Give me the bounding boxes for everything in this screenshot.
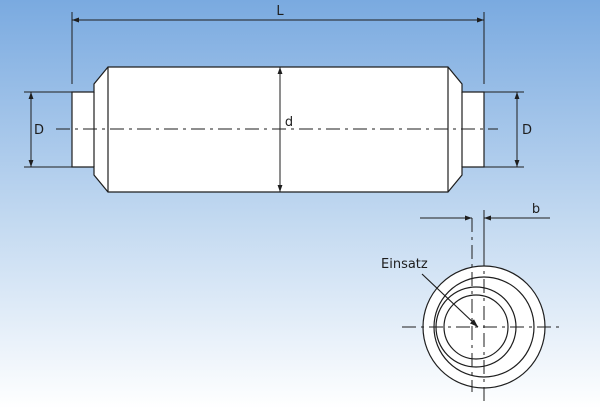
offset-label: b [532, 202, 540, 217]
dimension-length [71, 12, 485, 84]
end-diameter-label-right: D [522, 123, 532, 138]
dimension-end-diameter-left [24, 91, 72, 168]
body-diameter-label: d [285, 115, 293, 130]
end-diameter-label-left: D [34, 123, 44, 138]
length-label: L [276, 4, 284, 19]
dimension-offset [420, 210, 550, 262]
insert-leader-line [421, 273, 479, 328]
insert-label: Einsatz [381, 257, 428, 272]
dimension-end-diameter-right [484, 91, 524, 168]
